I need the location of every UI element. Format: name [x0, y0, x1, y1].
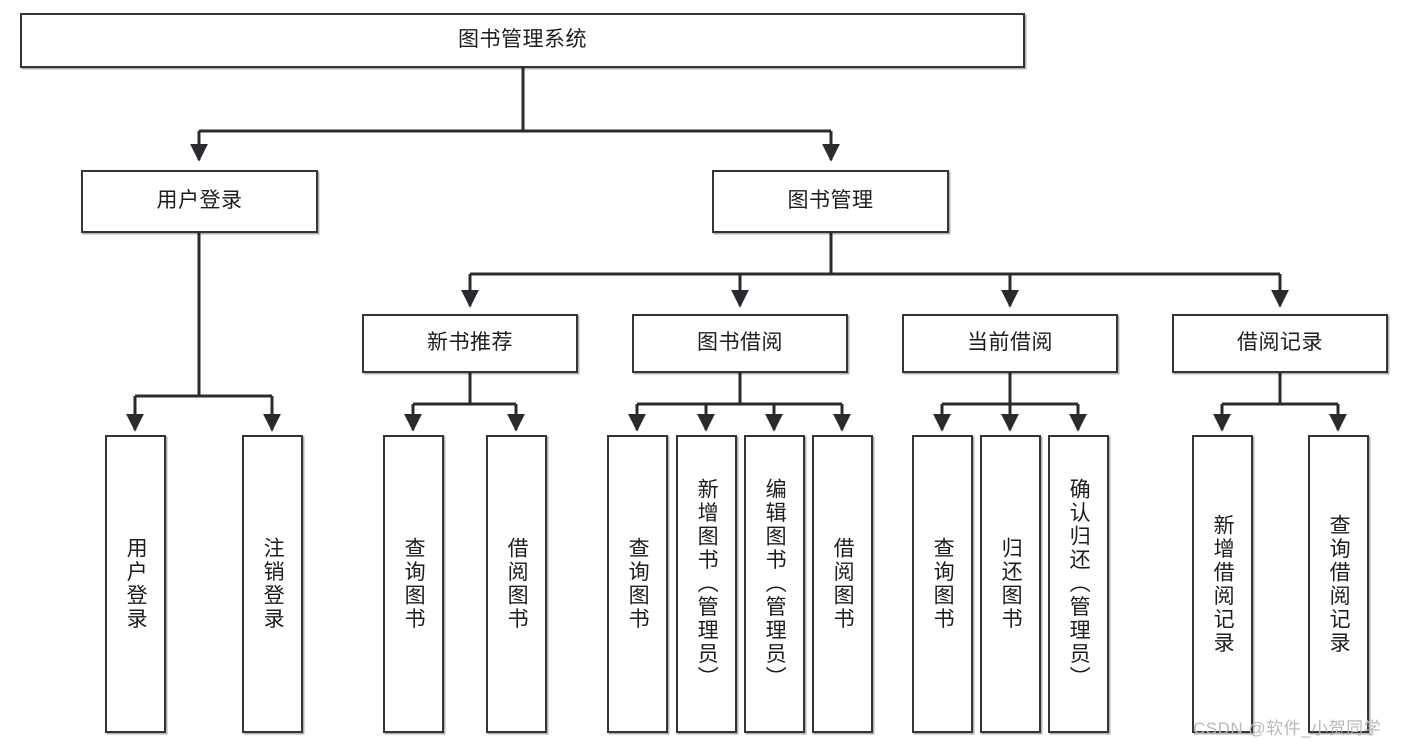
node-leaf-query-book-3-label: 查询图书 — [931, 537, 955, 631]
node-leaf-borrow-book-1[interactable]: 借阅图书 — [486, 435, 547, 733]
node-leaf-query-record[interactable]: 查询借阅记录 — [1308, 435, 1369, 733]
node-leaf-edit-book-label: 编辑图书（管理员） — [763, 478, 787, 690]
node-leaf-user-login-label: 用户登录 — [124, 537, 148, 631]
node-new-book-recommend-label: 新书推荐 — [427, 331, 513, 355]
node-book-borrow-label: 图书借阅 — [697, 331, 783, 355]
node-root-label: 图书管理系统 — [458, 28, 587, 52]
node-user-login[interactable]: 用户登录 — [81, 170, 318, 233]
node-current-borrow[interactable]: 当前借阅 — [902, 314, 1118, 373]
node-leaf-logout-login[interactable]: 注销登录 — [242, 435, 303, 733]
node-book-management-label: 图书管理 — [787, 189, 874, 213]
node-leaf-add-book[interactable]: 新增图书（管理员） — [676, 435, 737, 733]
node-leaf-query-book-1-label: 查询图书 — [402, 537, 426, 631]
node-leaf-confirm-return-label: 确认归还（管理员） — [1067, 478, 1091, 690]
node-current-borrow-label: 当前借阅 — [967, 331, 1053, 355]
node-leaf-return-book-label: 归还图书 — [999, 537, 1023, 631]
node-leaf-borrow-book-2[interactable]: 借阅图书 — [812, 435, 873, 733]
node-leaf-borrow-book-2-label: 借阅图书 — [831, 537, 855, 631]
node-leaf-edit-book[interactable]: 编辑图书（管理员） — [744, 435, 805, 733]
node-new-book-recommend[interactable]: 新书推荐 — [362, 314, 578, 373]
node-leaf-confirm-return[interactable]: 确认归还（管理员） — [1048, 435, 1109, 733]
node-book-borrow[interactable]: 图书借阅 — [632, 314, 848, 373]
node-leaf-query-book-3[interactable]: 查询图书 — [912, 435, 973, 733]
node-borrow-record[interactable]: 借阅记录 — [1172, 314, 1388, 373]
node-leaf-add-record-label: 新增借阅记录 — [1211, 513, 1235, 655]
node-borrow-record-label: 借阅记录 — [1237, 331, 1323, 355]
node-leaf-query-record-label: 查询借阅记录 — [1327, 513, 1351, 655]
node-book-management[interactable]: 图书管理 — [712, 170, 949, 233]
node-leaf-query-book-2-label: 查询图书 — [626, 537, 650, 631]
node-leaf-user-login[interactable]: 用户登录 — [105, 435, 166, 733]
node-leaf-borrow-book-1-label: 借阅图书 — [505, 537, 529, 631]
node-leaf-query-book-1[interactable]: 查询图书 — [383, 435, 444, 733]
csdn-watermark: CSDN @软件_小贺同学 — [1193, 719, 1382, 738]
node-leaf-query-book-2[interactable]: 查询图书 — [607, 435, 668, 733]
node-leaf-add-book-label: 新增图书（管理员） — [695, 478, 719, 690]
node-leaf-logout-login-label: 注销登录 — [261, 537, 285, 631]
node-user-login-label: 用户登录 — [156, 189, 243, 213]
node-root[interactable]: 图书管理系统 — [20, 13, 1025, 68]
node-leaf-add-record[interactable]: 新增借阅记录 — [1192, 435, 1253, 733]
node-leaf-return-book[interactable]: 归还图书 — [980, 435, 1041, 733]
